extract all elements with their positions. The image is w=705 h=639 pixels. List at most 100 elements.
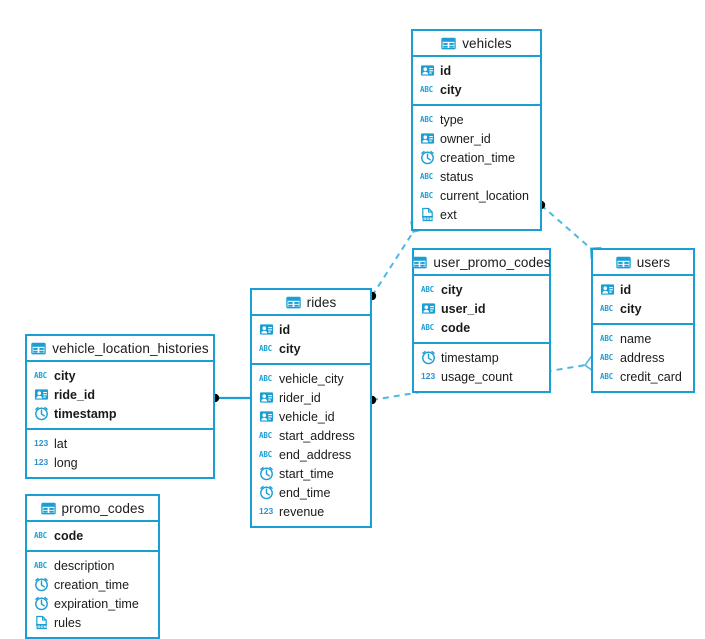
column-name-label: ext bbox=[440, 207, 457, 222]
primary-key-row[interactable]: ride_id bbox=[27, 385, 213, 404]
column-row[interactable]: vehicle_id bbox=[252, 407, 370, 426]
column-row[interactable]: expiration_time bbox=[27, 594, 158, 613]
string-type-icon: ABC bbox=[420, 115, 433, 124]
svg-text:JSON: JSON bbox=[35, 624, 47, 629]
column-name-label: lat bbox=[54, 436, 68, 451]
column-name-label: code bbox=[441, 320, 471, 335]
column-name-label: id bbox=[279, 322, 291, 337]
table-header-users[interactable]: users bbox=[593, 250, 693, 276]
primary-key-row[interactable]: ABC city bbox=[414, 280, 549, 299]
column-name-label: name bbox=[620, 331, 652, 346]
column-name-label: timestamp bbox=[441, 350, 499, 365]
primary-key-row[interactable]: id bbox=[593, 280, 693, 299]
string-type-icon: ABC bbox=[421, 285, 434, 294]
uuid-type-icon bbox=[420, 63, 435, 78]
table-header-vehicles[interactable]: vehicles bbox=[413, 31, 540, 57]
column-name-label: id bbox=[620, 282, 632, 297]
column-row[interactable]: start_time bbox=[252, 464, 370, 483]
table-icon bbox=[412, 255, 428, 270]
primary-key-row[interactable]: user_id bbox=[414, 299, 549, 318]
primary-key-row[interactable]: timestamp bbox=[27, 404, 213, 423]
column-name-label: rules bbox=[54, 615, 82, 630]
column-name-label: start_address bbox=[279, 428, 355, 443]
column-name-label: user_id bbox=[441, 301, 486, 316]
column-name-label: code bbox=[54, 528, 84, 543]
column-row[interactable]: end_time bbox=[252, 483, 370, 502]
string-type-icon: ABC bbox=[259, 431, 272, 440]
table-name-label: promo_codes bbox=[61, 500, 145, 516]
column-name-label: city bbox=[441, 282, 463, 297]
column-name-label: address bbox=[620, 350, 665, 365]
column-name-label: vehicle_city bbox=[279, 371, 344, 386]
column-name-label: expiration_time bbox=[54, 596, 139, 611]
column-name-label: description bbox=[54, 558, 115, 573]
column-name-label: creation_time bbox=[440, 150, 516, 165]
uuid-type-icon bbox=[34, 387, 49, 402]
column-row[interactable]: timestamp bbox=[414, 348, 549, 367]
timestamp-type-icon bbox=[34, 596, 49, 611]
column-name-label: revenue bbox=[279, 504, 325, 519]
string-type-icon: ABC bbox=[259, 374, 272, 383]
timestamp-type-icon bbox=[420, 150, 435, 165]
column-row[interactable]: JSON rules bbox=[27, 613, 158, 632]
primary-key-row[interactable]: id bbox=[413, 61, 540, 80]
string-type-icon: ABC bbox=[600, 372, 613, 381]
column-row[interactable]: creation_time bbox=[413, 148, 540, 167]
column-row[interactable]: ABC start_address bbox=[252, 426, 370, 445]
table-icon bbox=[31, 341, 46, 356]
table-name-label: rides bbox=[306, 294, 337, 310]
string-type-icon: ABC bbox=[600, 353, 613, 362]
table-icon bbox=[441, 36, 456, 51]
column-name-label: id bbox=[440, 63, 452, 78]
string-type-icon: ABC bbox=[34, 371, 47, 380]
table-header-user_promo_codes[interactable]: user_promo_codes bbox=[412, 250, 550, 276]
relationship-vehicle_location_histories-rides[interactable] bbox=[210, 393, 250, 403]
column-name-label: end_address bbox=[279, 447, 352, 462]
timestamp-type-icon bbox=[34, 406, 49, 421]
primary-key-row[interactable]: id bbox=[252, 320, 370, 339]
column-name-label: long bbox=[54, 455, 78, 470]
column-row[interactable]: creation_time bbox=[27, 575, 158, 594]
column-row[interactable]: rider_id bbox=[252, 388, 370, 407]
column-row[interactable]: ABC address bbox=[593, 348, 693, 367]
table-header-rides[interactable]: rides bbox=[252, 290, 370, 316]
table-header-promo_codes[interactable]: promo_codes bbox=[27, 496, 158, 522]
column-name-label: end_time bbox=[279, 485, 331, 500]
table-header-vehicle_location_histories[interactable]: vehicle_location_histories bbox=[27, 336, 213, 362]
column-name-label: start_time bbox=[279, 466, 334, 481]
column-row[interactable]: ABC vehicle_city bbox=[252, 369, 370, 388]
column-row[interactable]: owner_id bbox=[413, 129, 540, 148]
column-name-label: ride_id bbox=[54, 387, 95, 402]
string-type-icon: ABC bbox=[420, 85, 433, 94]
